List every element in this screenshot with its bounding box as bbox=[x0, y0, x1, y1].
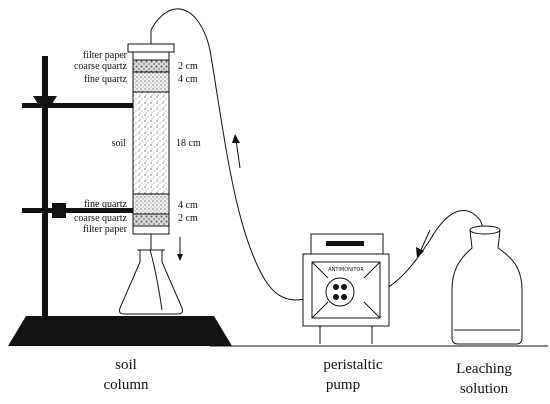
column-cap bbox=[127, 43, 175, 53]
caption-pump-line1: peristaltic bbox=[323, 357, 382, 373]
caption-solution-line1: Leaching bbox=[456, 361, 512, 377]
upper-clamp-arm bbox=[22, 103, 142, 108]
filter-paper-top bbox=[132, 51, 170, 61]
flow-down-arrow-icon bbox=[416, 229, 431, 258]
soil-layer bbox=[132, 91, 170, 195]
caption-pump-line2: pump bbox=[326, 377, 360, 393]
size-soil: 18 cm bbox=[176, 138, 201, 149]
size-fine-quartz-top: 4 cm bbox=[178, 74, 198, 85]
size-fine-quartz-bottom: 4 cm bbox=[178, 200, 198, 211]
leaching-solution-bottle bbox=[451, 226, 523, 345]
label-filter-paper-bottom: filter paper bbox=[83, 224, 128, 235]
flow-up-arrow-icon bbox=[232, 134, 241, 169]
size-coarse-quartz-bottom: 2 cm bbox=[178, 213, 198, 224]
caption-solution-line2: solution bbox=[460, 381, 509, 397]
caption-soil-column-line2: column bbox=[104, 377, 149, 393]
collection-flask bbox=[119, 249, 183, 315]
stand-rod bbox=[42, 56, 48, 318]
filter-paper-bottom bbox=[132, 225, 170, 235]
caption-soil-column-line1: soil bbox=[115, 357, 137, 373]
size-coarse-quartz-top: 2 cm bbox=[178, 61, 198, 72]
label-fine-quartz-top: fine quartz bbox=[84, 74, 128, 85]
fine-quartz-bottom bbox=[132, 193, 170, 215]
label-soil: soil bbox=[112, 138, 127, 149]
pump-display-text: ANTIMONITOR bbox=[328, 267, 364, 273]
lower-clamp-arm bbox=[22, 208, 142, 213]
retort-stand bbox=[8, 56, 232, 346]
coarse-quartz-bottom bbox=[132, 213, 170, 227]
tubing-to-column bbox=[150, 8, 329, 301]
drip-down-arrow-icon bbox=[177, 237, 183, 261]
label-filter-paper-top: filter paper bbox=[83, 50, 128, 61]
peristaltic-pump: ANTIMONITOR bbox=[302, 233, 390, 344]
fine-quartz-top bbox=[132, 71, 170, 93]
label-coarse-quartz-bottom: coarse quartz bbox=[74, 213, 128, 224]
coarse-quartz-top bbox=[132, 59, 170, 73]
pump-rotor bbox=[325, 277, 355, 307]
label-fine-quartz-bottom: fine quartz bbox=[84, 199, 128, 210]
lower-clamp-knob bbox=[52, 203, 66, 218]
stand-base bbox=[8, 316, 232, 346]
upper-clamp-knob bbox=[33, 96, 57, 104]
label-coarse-quartz-top: coarse quartz bbox=[74, 61, 128, 72]
soil-column bbox=[127, 43, 175, 250]
